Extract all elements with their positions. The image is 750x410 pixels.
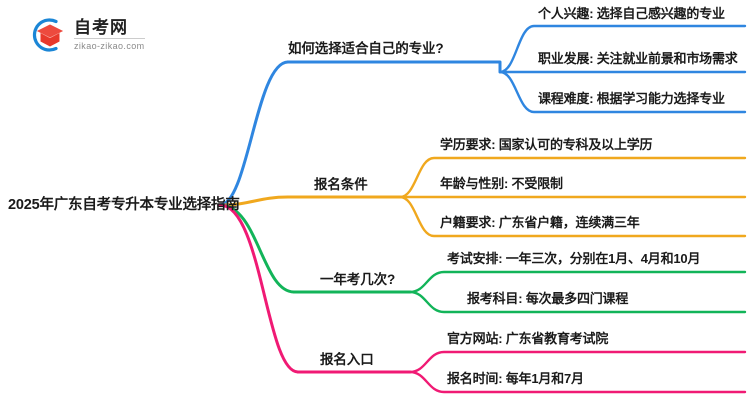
leaf-label-3-2: 报考科目: 每次最多四门课程 [467, 290, 629, 306]
leaf-node-3-2[interactable]: 报考科目: 每次最多四门课程 [467, 285, 628, 309]
branch-label-2: 报名条件 [314, 177, 368, 192]
mindmap-root-label: 2025年广东自考专升本专业选择指南 [8, 196, 240, 213]
branch-node-4[interactable]: 报名入口 [320, 345, 374, 371]
leaf-node-1-2[interactable]: 职业发展: 关注就业前景和市场需求 [538, 45, 738, 69]
leaf-node-4-1[interactable]: 官方网站: 广东省教育考试院 [447, 325, 608, 349]
leaf-label-1-1: 个人兴趣: 选择自己感兴趣的专业 [538, 5, 725, 21]
leaf-node-1-1[interactable]: 个人兴趣: 选择自己感兴趣的专业 [538, 0, 725, 24]
leaf-label-2-3: 户籍要求: 广东省户籍，连续满三年 [440, 214, 640, 230]
branch-label-3: 一年考几次? [320, 272, 396, 287]
leaf-label-1-2: 职业发展: 关注就业前景和市场需求 [538, 50, 738, 66]
leaf-label-2-2: 年龄与性别: 不受限制 [440, 175, 563, 191]
logo-site-name: 自考网 [74, 19, 145, 39]
logo-domain: zikao-zikao.com [74, 41, 145, 51]
leaf-label-1-3: 课程难度: 根据学习能力选择专业 [538, 90, 725, 106]
branch-label-1: 如何选择适合自己的专业? [288, 41, 444, 56]
leaf-label-4-2: 报名时间: 每年1月和7月 [447, 370, 584, 386]
leaf-node-2-3[interactable]: 户籍要求: 广东省户籍，连续满三年 [440, 209, 640, 233]
leaf-node-2-1[interactable]: 学历要求: 国家认可的专科及以上学历 [440, 131, 653, 155]
leaf-label-2-1: 学历要求: 国家认可的专科及以上学历 [440, 136, 653, 152]
leaf-label-4-1: 官方网站: 广东省教育考试院 [447, 330, 609, 346]
leaf-node-2-2[interactable]: 年龄与性别: 不受限制 [440, 170, 563, 194]
leaf-node-1-3[interactable]: 课程难度: 根据学习能力选择专业 [538, 85, 725, 109]
leaf-node-4-2[interactable]: 报名时间: 每年1月和7月 [447, 365, 584, 389]
branch-label-4: 报名入口 [320, 352, 374, 367]
branch-node-1[interactable]: 如何选择适合自己的专业? [288, 34, 444, 60]
site-logo: 自考网 zikao-zikao.com [26, 12, 186, 58]
graduation-cap-in-circle-icon [26, 14, 68, 56]
leaf-node-3-1[interactable]: 考试安排: 一年三次，分别在1月、4月和10月 [447, 245, 700, 269]
leaf-label-3-1: 考试安排: 一年三次，分别在1月、4月和10月 [447, 250, 701, 266]
branch-node-2[interactable]: 报名条件 [314, 170, 368, 196]
branch-node-3[interactable]: 一年考几次? [320, 265, 395, 291]
mindmap-root-node[interactable]: 2025年广东自考专升本专业选择指南 [8, 186, 240, 220]
